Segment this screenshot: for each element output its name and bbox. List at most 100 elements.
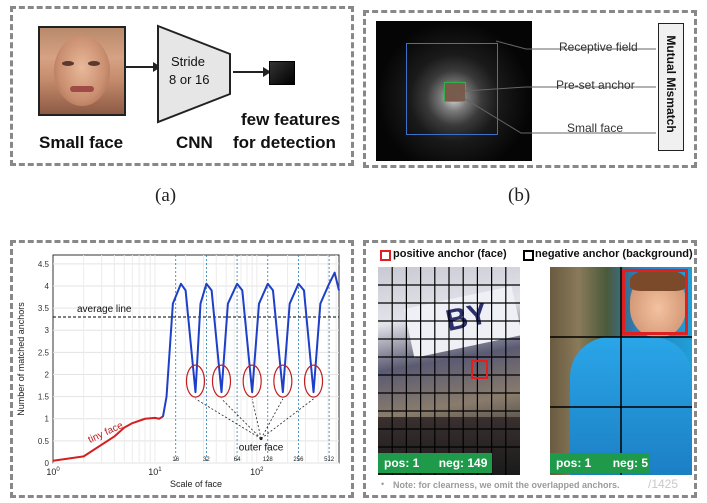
tiny-face-point [123, 426, 125, 429]
caption-b: (b) [508, 185, 531, 206]
outer-face-pointer [195, 398, 262, 440]
anchor-count-point [272, 289, 274, 292]
left-anchor-grid [378, 267, 520, 475]
anchor-count-point [172, 303, 174, 305]
outer-face-pointer [221, 398, 262, 439]
y-tick-label: 0.5 [38, 437, 50, 446]
y-tick-label: 3 [45, 326, 50, 335]
anchor-count-point [258, 303, 260, 305]
y-tick-label: 1.5 [38, 393, 50, 402]
anchor-count-curve [162, 271, 340, 417]
outer-face-pointer [260, 398, 314, 439]
anchor-count-point [267, 283, 269, 285]
y-tick-label: 1 [45, 415, 50, 424]
tiny-face-point [83, 455, 85, 457]
preset-anchor-label: Pre-set anchor [556, 78, 635, 92]
cnn-block [157, 24, 231, 124]
left-count-label: pos: 1 neg: 149 [378, 453, 492, 473]
anchor-count-point [338, 289, 340, 292]
anchor-count-point [165, 396, 168, 398]
mutual-mismatch-box [658, 23, 684, 151]
feature-map-square [269, 61, 295, 85]
anchor-count-point [289, 303, 291, 305]
anchor-count-point [334, 272, 336, 274]
x-tick-label: 102 [250, 467, 264, 477]
x-minor-tick-label: 16 [172, 457, 179, 463]
few-features-line1: few features [241, 110, 341, 129]
left-pos-count: pos: 1 [384, 456, 420, 470]
few-features-line2: for detection [233, 133, 336, 152]
tiny-face-point [144, 418, 146, 420]
y-tick-label: 2 [45, 370, 50, 379]
tiny-face-point [154, 417, 156, 419]
y-tick-label: 4 [45, 282, 50, 291]
mutual-mismatch-label: Mutual Mismatch [664, 35, 678, 133]
anchor-count-point [211, 289, 213, 292]
outer-face-pointer [251, 398, 262, 439]
anchor-count-point [194, 391, 197, 393]
arrow-cnn-to-feature [233, 67, 271, 77]
anchor-count-point [227, 303, 229, 305]
callout-lines [451, 40, 656, 134]
tiny-face-point [131, 422, 133, 424]
anchor-count-point [184, 289, 187, 292]
right-neg-count: neg: 5 [612, 456, 649, 470]
x-axis-label: Scale of face [170, 479, 222, 489]
anchor-count-point [297, 283, 300, 285]
anchor-count-point [303, 289, 305, 292]
outer-face-ellipse [185, 364, 206, 398]
y-tick-label: 4.5 [38, 260, 50, 269]
y-tick-label: 3.5 [38, 304, 50, 313]
anchor-count-point [312, 391, 315, 393]
outer-face-pointer [260, 398, 284, 439]
outer-face-ellipse [303, 364, 324, 398]
right-count-label: pos: 1 neg: 5 [550, 453, 650, 473]
negative-anchor-legend-swatch [523, 250, 534, 261]
plot-area [52, 254, 340, 464]
positive-anchor-legend-swatch [380, 250, 391, 261]
small-face-label-b: Small face [567, 121, 624, 135]
caption-a: (a) [155, 185, 177, 206]
anchor-count-point [236, 283, 238, 285]
outer-face-dot [259, 437, 263, 441]
y-tick-label: 0 [45, 459, 50, 468]
x-minor-tick-label: 512 [324, 457, 335, 463]
average-line-label: average line [77, 304, 132, 315]
positive-anchor-legend: positive anchor (face) [393, 248, 507, 260]
panel-a: Small face Stride 8 or 16 CNN few featur… [10, 6, 354, 166]
small-face-label: Small face [39, 133, 124, 152]
receptive-field-label: Receptive field [559, 40, 638, 54]
x-tick-label: 100 [46, 467, 60, 477]
x-minor-tick-label: 128 [263, 457, 274, 463]
outer-face-label: outer face [239, 443, 284, 454]
tiny-face-point [52, 460, 54, 462]
anchor-count-point [251, 391, 253, 393]
x-tick-label: 101 [148, 467, 162, 477]
boy-photo: pos: 1 neg: 5 [550, 267, 692, 475]
negative-anchor-legend: negative anchor (background) [535, 248, 693, 260]
panel-d: positive anchor (face) negative anchor (… [363, 240, 697, 498]
right-anchor-grid [550, 267, 692, 475]
y-axis-label: Number of matched anchors [16, 302, 26, 416]
anchor-count-point [241, 289, 243, 292]
stride-label-1: Stride [171, 54, 205, 69]
watermark: /1425 [648, 477, 679, 491]
right-pos-count: pos: 1 [556, 456, 592, 470]
anchor-count-point [282, 391, 284, 393]
outer-face-ellipse [242, 364, 262, 398]
preset-anchor-box [444, 82, 466, 102]
panel-b: Receptive field Pre-set anchor Small fac… [363, 10, 697, 168]
right-positive-anchor [622, 269, 688, 335]
x-minor-tick-label: 256 [293, 457, 304, 463]
note-bullet: • [381, 479, 385, 489]
x-minor-tick-label: 64 [234, 457, 241, 463]
anchor-count-point [180, 283, 182, 285]
cnn-label: CNN [176, 133, 213, 152]
left-neg-count: neg: 149 [438, 456, 488, 470]
anchor-count-point [205, 283, 208, 285]
crowd-photo: BY pos: 1 neg: 149 [378, 267, 520, 475]
stride-label-2: 8 or 16 [169, 72, 210, 87]
small-face-image [38, 26, 126, 116]
